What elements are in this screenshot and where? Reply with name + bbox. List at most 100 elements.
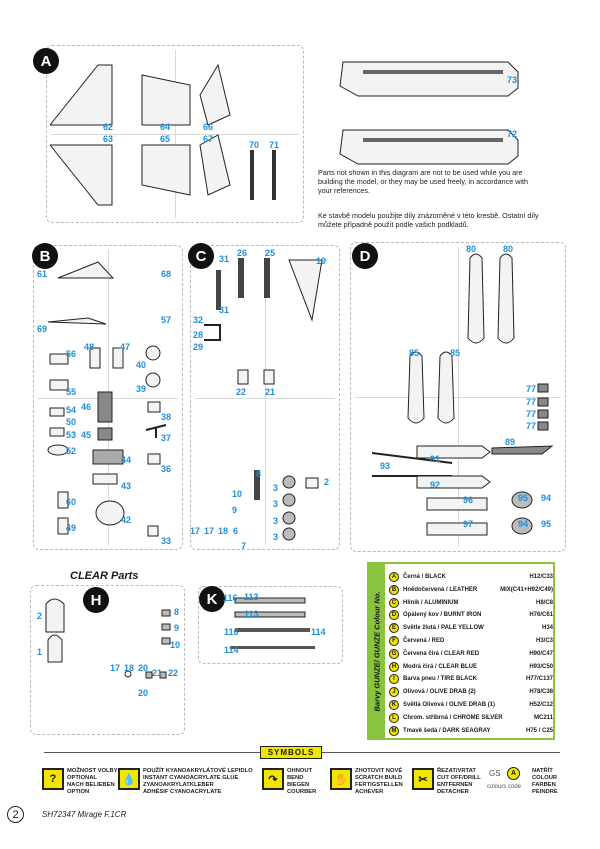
part-17-label-b: 17 [204,526,215,536]
part-94-label-b: 94 [518,519,529,529]
part-40-label: 40 [136,360,147,370]
part-72-label: 72 [507,129,518,139]
part-3-label-c: 3 [273,516,279,526]
colour-code-icon: I [389,674,399,685]
note-czech: Ke stavbě modelu použijte díly znázorněn… [318,211,539,229]
part-61-label: 61 [37,269,48,279]
sprue-a-wings [50,63,276,206]
sprue-d-parts [371,253,554,536]
colour-code: H76/C61 [529,612,553,619]
part-69-label: 69 [37,324,48,334]
part-21-label: 21 [265,387,276,397]
colour-code: H78/C38 [529,689,553,696]
strut-71 [272,150,276,200]
part-62-label: 62 [103,122,114,132]
part-48-label: 48 [84,342,95,352]
gs-colour-icon: A [507,767,520,780]
part-h20-label: 20 [138,663,149,673]
part-92-label: 92 [430,480,441,490]
sprue-h-parts [45,598,171,679]
clear-parts-title: CLEAR Parts [70,570,139,582]
wing-upper-mid [141,74,191,126]
section-a-badge: A [33,48,59,74]
colour-code: MC211 [533,714,553,721]
part-29-label: 29 [193,342,204,352]
symbol-bend-text: OHNOUT BEND BIEGEN COURBER [287,768,317,795]
part-22-label: 22 [236,387,247,397]
part-113-label-a: 113 [244,592,259,602]
colour-panel-side: Barvy GUNZE/ GUNZE Colour No. [369,564,385,738]
colour-code-icon: C [389,597,399,608]
colour-name: Světle žlutá / PALE YELLOW [403,625,484,632]
colour-code: H75 / C25 [525,727,553,734]
part-80-label-a: 80 [466,244,477,254]
part-85-label-b: 85 [450,348,461,358]
fuselage-half-73 [339,61,519,97]
part-71-label: 71 [269,140,280,150]
part-93-label: 93 [380,461,391,471]
sprue-c-frame [190,245,340,550]
part-44-label: 44 [121,455,132,465]
part-77-label-a: 77 [526,384,537,394]
section-d-badge: D [352,243,378,269]
optional-icon: ? [42,768,64,790]
colour-name: Barva pneu / TIRE BLACK [403,676,478,683]
gs-caption: colours code [487,784,522,790]
colour-code-icon: H [389,661,399,672]
colour-code-icon: F [389,636,399,646]
colour-name: Červená / RED [403,638,445,644]
colour-name: Světlá Olivová / OLIVE DRAB (1) [403,702,496,708]
part-65-label: 65 [160,134,171,144]
part-28-label: 28 [193,330,204,340]
part-77-label-d: 77 [526,421,537,431]
wing-lower-mid [141,144,191,196]
sprue-c-parts [204,258,323,541]
part-9-label: 9 [232,505,238,515]
part-91-label: 91 [430,454,441,464]
part-66-label: 66 [203,122,214,132]
part-32-label: 32 [193,315,204,325]
part-89-label: 89 [505,437,516,447]
colour-code: H8/C8 [535,599,553,606]
part-95-label-b: 95 [541,519,552,529]
part-96-label: 96 [463,495,474,505]
symbol-cut-text: ŘEZAT/VRTAT CUT OFF/DRILL ENTFERNEN DETA… [437,768,481,795]
symbol-scratch-text: ZHOTOVIT NOVÉ SCRATCH BUILD FERTIGSTELLE… [355,768,403,795]
colour-code-icon: G [389,648,399,659]
section-h-badge: H [83,587,109,613]
part-3-label-d: 3 [273,532,279,542]
part-47-label: 47 [120,342,131,352]
sprue-k-parts [230,597,315,649]
part-54-label: 54 [66,405,77,415]
part-57-label: 57 [161,315,172,325]
part-39-label: 39 [136,384,147,394]
colour-code-icon: M [389,725,399,736]
part-77-label-c: 77 [526,409,537,419]
part-77-label-b: 77 [526,397,537,407]
part-18-label: 18 [218,526,229,536]
symbol-optional-text: MOŽNOST VOLBY OPTIONAL NACH BELIEBEN OPT… [67,768,118,795]
part-55-label: 55 [66,387,77,397]
symbol-glue-text: POUŽÍT KYANOAKRYLÁTOVÉ LEPIDLO INSTANT C… [143,768,253,795]
part-h1-label: 1 [37,647,43,657]
fin-lower [199,134,231,196]
part-17-label-a: 17 [190,526,201,536]
colour-code-icon: D [389,610,399,621]
section-k-badge: K [199,586,225,612]
colour-code: MIX(C41+H92/C49) [500,586,553,593]
part-2-label: 2 [324,477,330,487]
part-116-label-b: 116 [224,627,239,637]
part-60-label: 60 [66,497,77,507]
part-49-label: 49 [66,523,77,533]
part-33-label: 33 [161,536,172,546]
colour-name: Modrá čirá / CLEAR BLUE [403,663,478,670]
part-10-label: 10 [232,489,243,499]
